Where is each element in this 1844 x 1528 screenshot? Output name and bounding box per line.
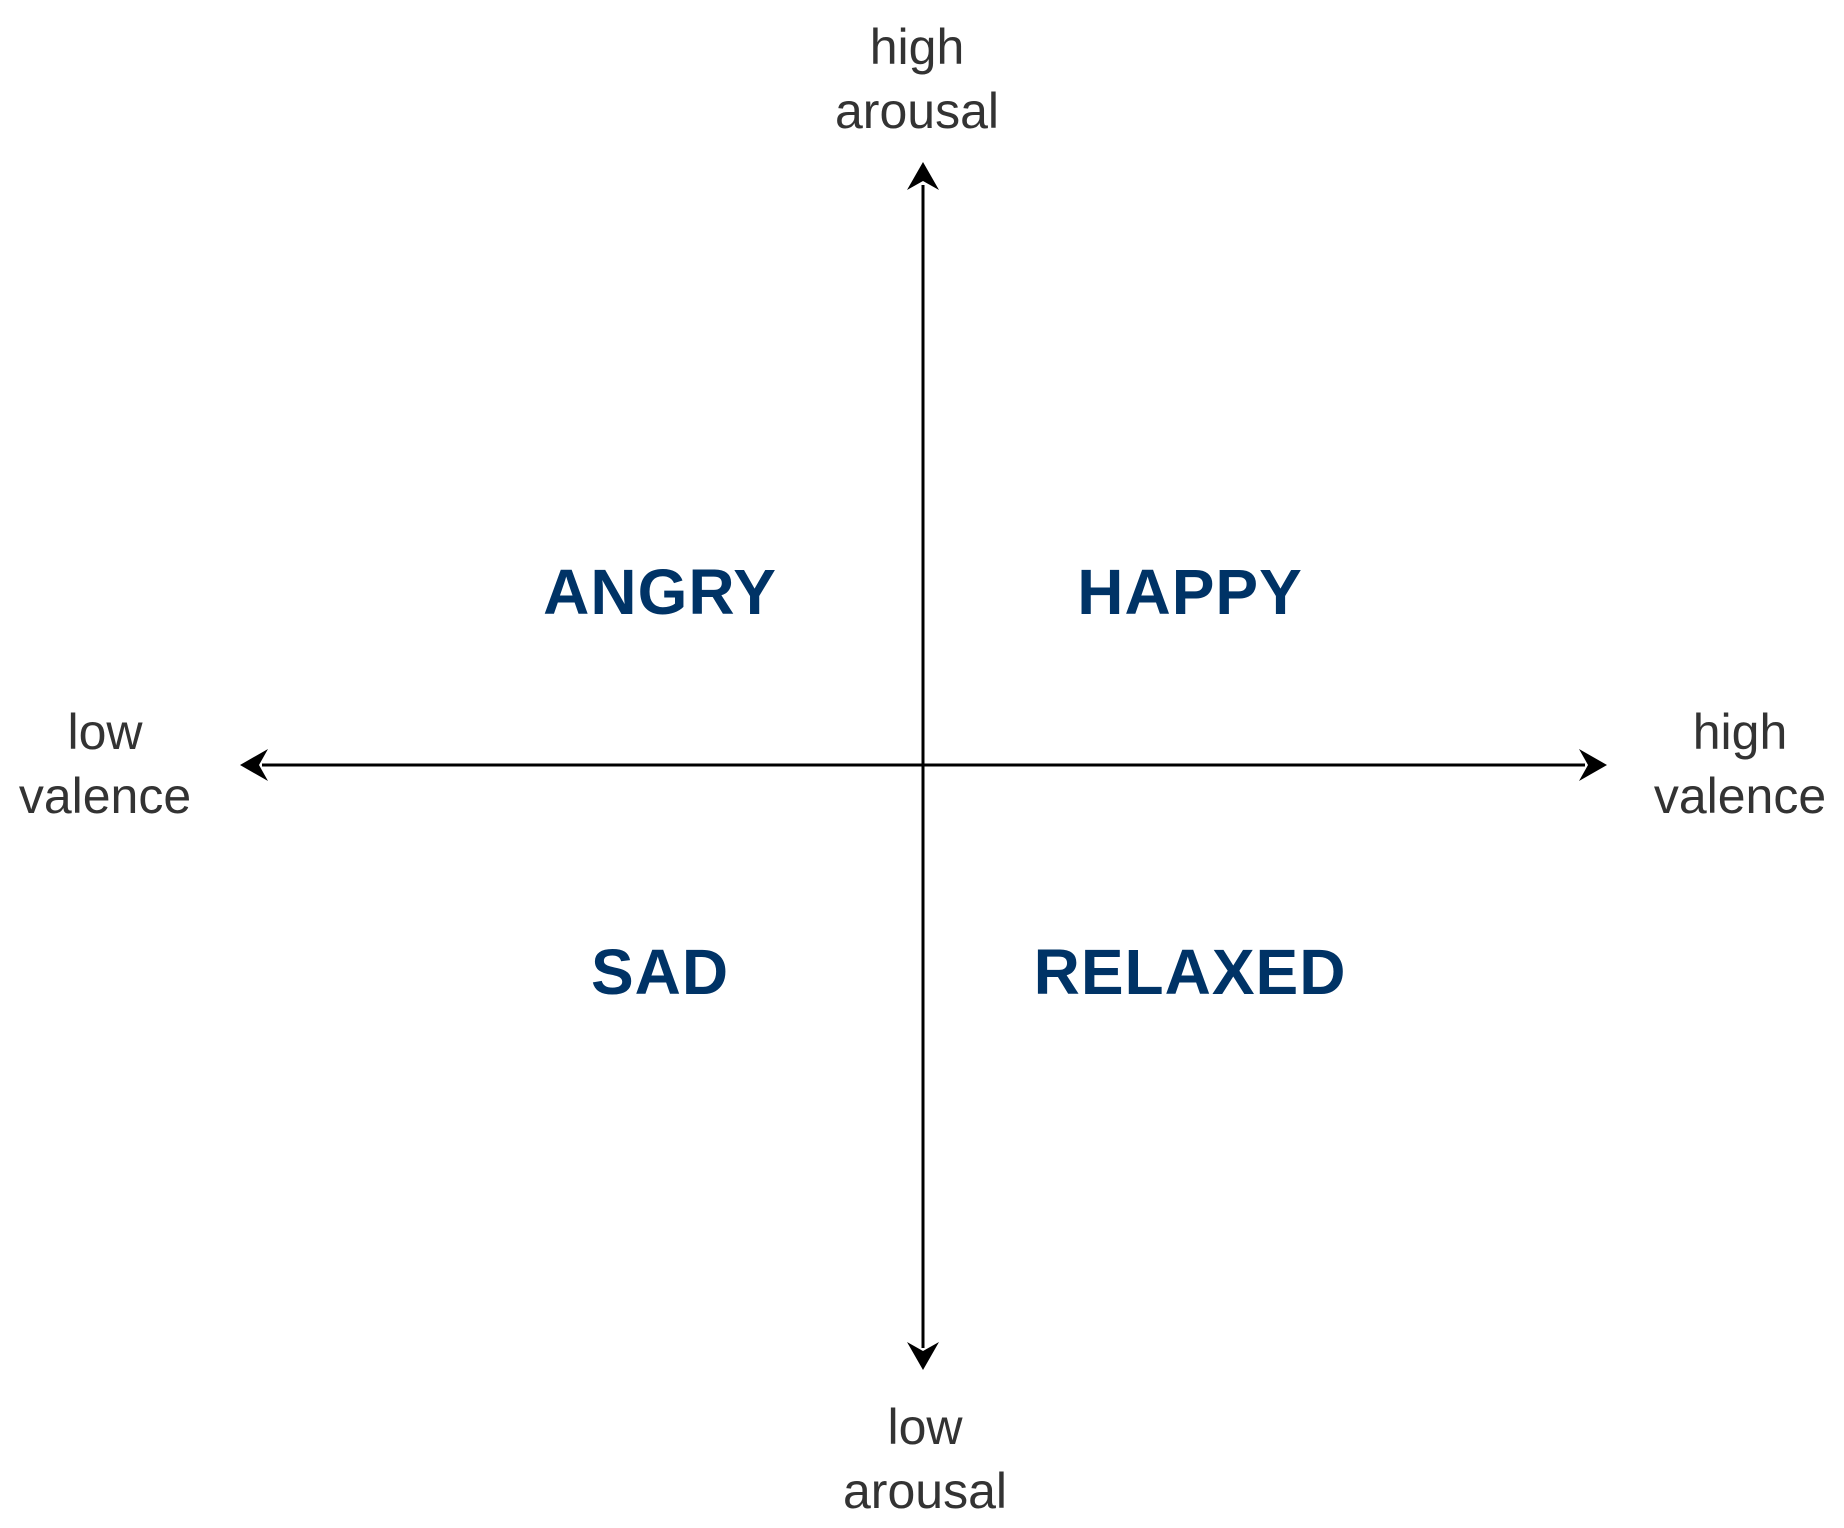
low-valence-label-line2: valence: [18, 768, 192, 824]
arousal-axis-bottom-arrowhead: [907, 1342, 939, 1370]
high-arousal-label-line1: high: [869, 19, 965, 75]
quadrant-angry: ANGRY: [543, 556, 777, 628]
low-arousal-label: low arousal: [815, 1395, 1035, 1523]
high-arousal-label: high arousal: [817, 15, 1017, 143]
low-valence-label: low valence: [5, 700, 205, 828]
low-arousal-label-line1: low: [887, 1399, 963, 1455]
quadrant-happy: HAPPY: [1077, 556, 1303, 628]
high-valence-label-line1: high: [1692, 704, 1788, 760]
quadrant-sad: SAD: [590, 936, 730, 1008]
arousal-axis-top-arrowhead: [907, 162, 939, 190]
low-arousal-label-line2: arousal: [843, 1463, 1007, 1519]
valence-axis-left-arrowhead: [240, 749, 268, 781]
valence-axis-right-arrowhead: [1579, 749, 1607, 781]
high-valence-label: high valence: [1640, 700, 1840, 828]
high-valence-label-line2: valence: [1653, 768, 1827, 824]
high-arousal-label-line2: arousal: [835, 83, 999, 139]
quadrant-relaxed: RELAXED: [1033, 936, 1347, 1008]
low-valence-label-line1: low: [67, 704, 143, 760]
